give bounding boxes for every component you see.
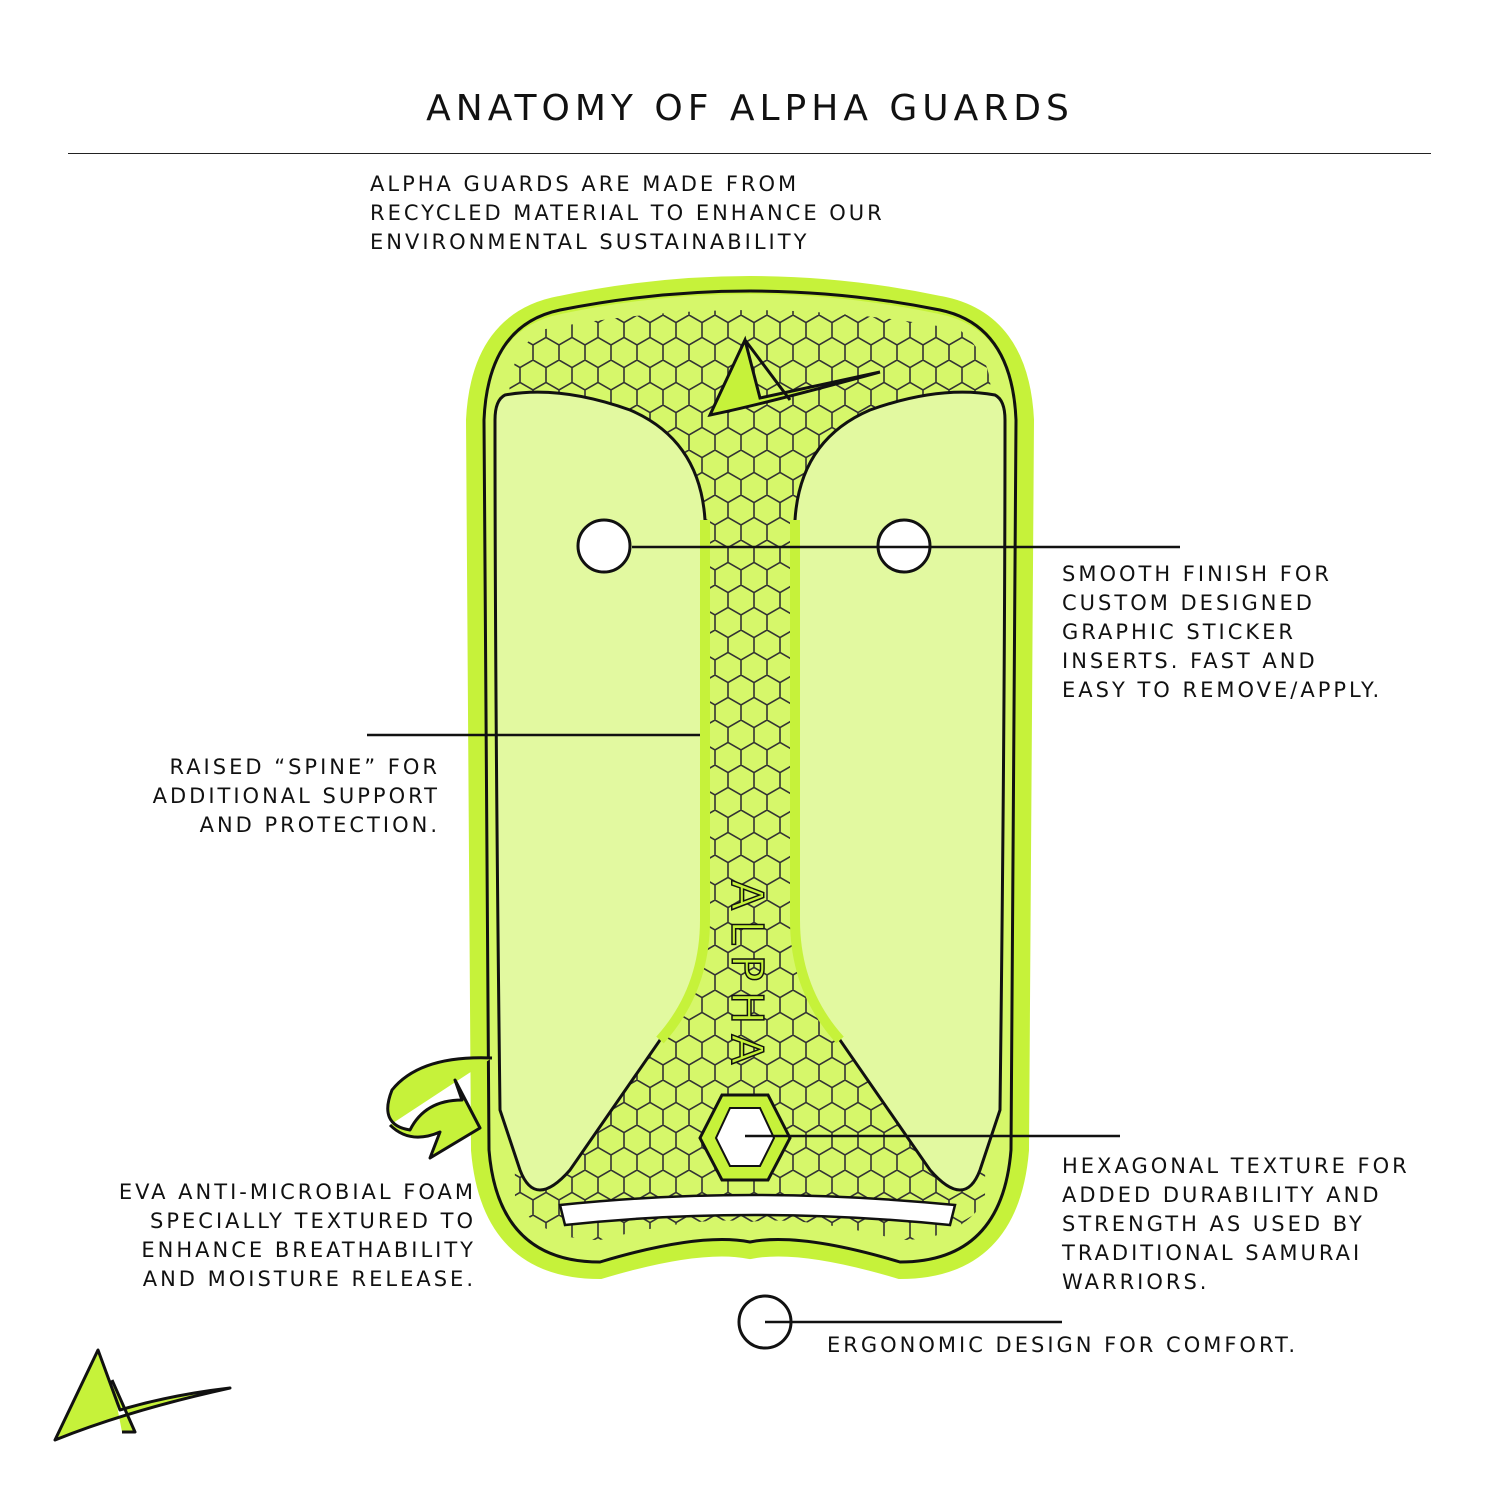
hexagonal-callout: HEXAGONAL TEXTURE FOR ADDED DURABILITY A… [1062,1154,1410,1294]
ergonomic-callout: ERGONOMIC DESIGN FOR COMFORT. [827,1333,1299,1357]
title-divider [68,153,1431,154]
guard-outline [482,289,1018,1264]
bottom-ergonomic-edge [558,1193,957,1227]
spine-text: ALPHA [721,880,772,1074]
corner-logo-icon [53,1348,232,1442]
strap-hole-left [576,518,632,574]
smooth-finish-callout: SMOOTH FINISH FOR CUSTOM DESIGNED GRAPHI… [1062,562,1383,702]
page-title: ANATOMY OF ALPHA GUARDS [426,88,1074,129]
foam-callout: EVA ANTI-MICROBIAL FOAM SPECIALLY TEXTUR… [118,1180,476,1291]
right-panel [793,390,1007,1192]
guard-top-logo [707,335,881,418]
spine-callout: RAISED “SPINE” FOR ADDITIONAL SUPPORT AN… [152,755,440,837]
foam-arrow-icon [386,1056,493,1160]
intro-text: ALPHA GUARDS ARE MADE FROM RECYCLED MATE… [370,172,885,254]
left-panel [493,390,707,1192]
